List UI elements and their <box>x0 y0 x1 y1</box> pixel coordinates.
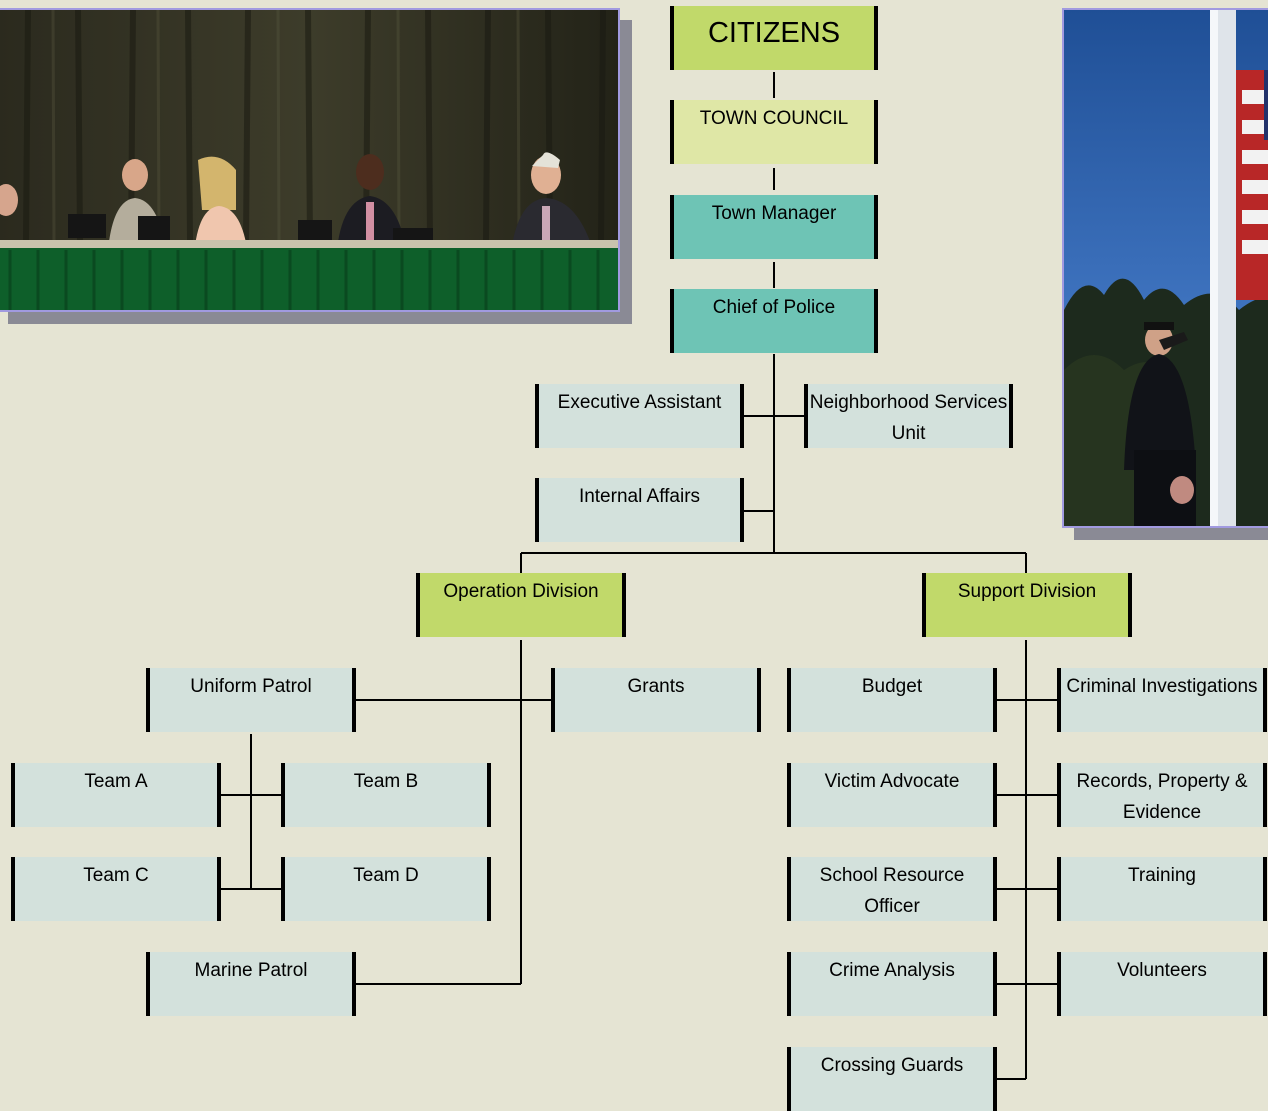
victim-advocate-box: Victim Advocate <box>787 763 997 827</box>
crossing-guards-box: Crossing Guards <box>787 1047 997 1111</box>
team-b-box: Team B <box>281 763 491 827</box>
flag-salute-photo <box>1062 8 1268 528</box>
executive-assistant-box: Executive Assistant <box>535 384 744 448</box>
volunteers-box: Volunteers <box>1057 952 1267 1016</box>
operation-division-box: Operation Division <box>416 573 626 637</box>
council-meeting-photo <box>0 8 620 312</box>
uniform-patrol-box: Uniform Patrol <box>146 668 356 732</box>
support-division-box: Support Division <box>922 573 1132 637</box>
internal-affairs-box: Internal Affairs <box>535 478 744 542</box>
neighborhood-services-box: Neighborhood Services Unit <box>804 384 1013 448</box>
grants-box: Grants <box>551 668 761 732</box>
budget-box: Budget <box>787 668 997 732</box>
citizens-box: CITIZENS <box>670 6 878 70</box>
town-manager-box: Town Manager <box>670 195 878 259</box>
team-c-box: Team C <box>11 857 221 921</box>
team-a-box: Team A <box>11 763 221 827</box>
criminal-investigations-box: Criminal Investigations <box>1057 668 1267 732</box>
records-property-evidence-box: Records, Property & Evidence <box>1057 763 1267 827</box>
chief-of-police-box: Chief of Police <box>670 289 878 353</box>
training-box: Training <box>1057 857 1267 921</box>
team-d-box: Team D <box>281 857 491 921</box>
crime-analysis-box: Crime Analysis <box>787 952 997 1016</box>
school-resource-officer-box: School Resource Officer <box>787 857 997 921</box>
marine-patrol-box: Marine Patrol <box>146 952 356 1016</box>
town-council-box: TOWN COUNCIL <box>670 100 878 164</box>
